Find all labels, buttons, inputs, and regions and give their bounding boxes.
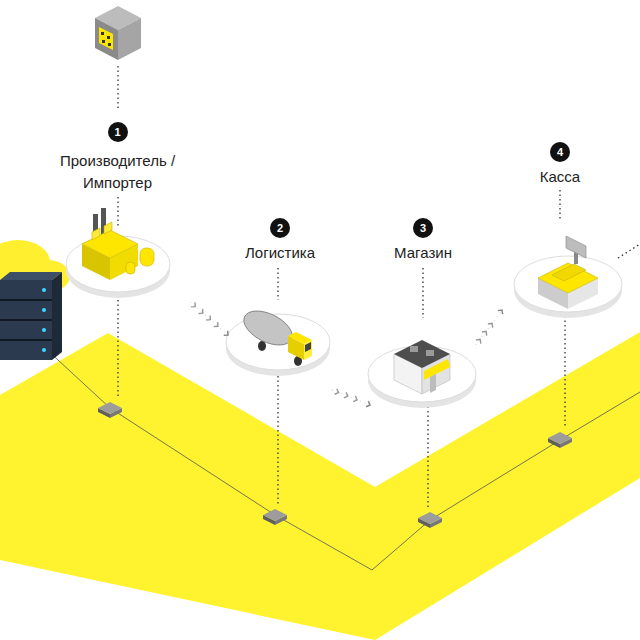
qr-dot <box>101 32 104 35</box>
server-front <box>0 280 52 360</box>
factory-tank <box>126 262 135 274</box>
qr-code <box>99 27 113 50</box>
callout-number: 1 <box>108 122 128 142</box>
station-node: 2Логистика <box>228 216 332 376</box>
chip-top <box>98 402 122 414</box>
chevron <box>335 389 340 396</box>
dotted-leader <box>564 316 565 428</box>
server-top <box>0 272 62 280</box>
chevron <box>344 392 349 399</box>
awning <box>424 359 450 380</box>
connectors <box>190 302 502 405</box>
server-slot <box>0 339 52 341</box>
wheel <box>258 341 266 351</box>
chip <box>548 432 572 448</box>
chevron <box>214 322 220 328</box>
platforms <box>66 236 622 408</box>
flow-connector <box>332 390 370 405</box>
flow-connector <box>476 310 502 345</box>
display <box>566 236 586 258</box>
chip <box>418 512 442 528</box>
server-light <box>42 288 46 292</box>
station-label: Логистика <box>228 242 332 264</box>
qr-dot <box>102 40 105 43</box>
yellow-band <box>0 332 640 640</box>
register-top <box>538 263 598 293</box>
chip <box>263 509 287 525</box>
station-node: 3Магазин <box>370 216 476 408</box>
chevron <box>199 309 205 315</box>
chevron-row <box>476 322 495 344</box>
factory-top <box>82 230 138 258</box>
network-wire <box>45 348 640 570</box>
station-label: Производитель / Импортер <box>45 150 190 194</box>
parcel-side <box>95 18 118 60</box>
station-label: Касса <box>502 166 618 188</box>
shop-door <box>430 374 436 393</box>
station-label: Магазин <box>370 242 476 264</box>
roof-unit <box>410 346 418 352</box>
dotted-leaders <box>118 66 640 508</box>
truck <box>238 304 312 366</box>
dotted-leader <box>117 66 118 110</box>
keypad <box>552 264 586 281</box>
server-slot <box>0 299 52 301</box>
flow-connector <box>190 302 228 335</box>
dotted-leader <box>117 197 118 228</box>
shop <box>394 340 450 394</box>
chip-top <box>263 509 287 521</box>
cash-register <box>538 236 598 309</box>
station-node: 4Касса <box>502 140 618 320</box>
qr-dot <box>107 36 110 39</box>
factory-tank <box>140 248 154 266</box>
dotted-leader <box>427 402 428 508</box>
server-slot <box>0 319 52 321</box>
dotted-leader <box>618 244 640 258</box>
parcel-side <box>118 18 141 60</box>
chevron <box>476 338 483 344</box>
station-node: 1Производитель / Импортер <box>45 120 190 305</box>
cab-front <box>304 340 312 360</box>
server-light <box>42 308 46 312</box>
chevron <box>353 396 358 403</box>
dotted-leader <box>277 268 278 300</box>
chip-top <box>548 432 572 444</box>
chevron-row <box>191 302 220 328</box>
server-light <box>42 328 46 332</box>
chevron <box>206 315 212 321</box>
chevron <box>191 302 197 308</box>
callout-number: 4 <box>550 142 570 162</box>
dotted-leader <box>117 300 118 398</box>
factory-roof <box>104 222 112 234</box>
server-side <box>52 272 62 360</box>
callout-number: 3 <box>413 218 433 238</box>
factory <box>82 208 154 280</box>
dotted-leader <box>277 376 278 505</box>
chevron-row <box>335 389 359 403</box>
chevron <box>482 330 489 336</box>
server-light <box>42 348 46 352</box>
chip <box>98 402 122 418</box>
platform <box>514 256 622 312</box>
factory-roof <box>92 228 100 240</box>
dotted-leader <box>422 268 423 318</box>
parcel <box>95 6 141 60</box>
callout-number: 2 <box>270 218 290 238</box>
chips <box>98 402 572 528</box>
chip-top <box>418 512 442 524</box>
dotted-leader <box>559 190 560 220</box>
roof-unit <box>426 350 434 356</box>
chevron <box>488 322 495 328</box>
cab-window <box>305 342 311 352</box>
qr-dot <box>108 43 111 46</box>
server <box>0 240 70 360</box>
